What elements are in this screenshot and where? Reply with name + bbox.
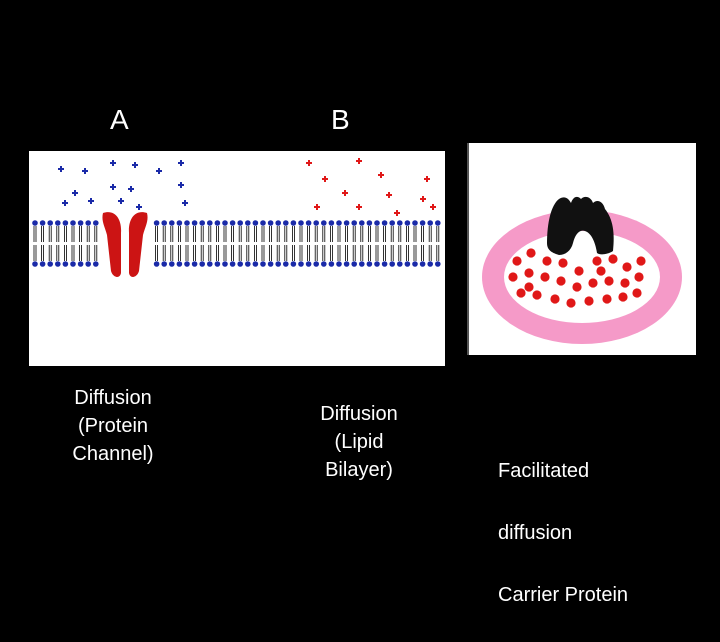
carrier-protein-diagram — [467, 143, 696, 355]
blue-molecules — [58, 160, 188, 210]
membrane-panel-background — [29, 151, 445, 366]
caption-lipid-bilayer: Diffusion (Lipid Bilayer) — [320, 403, 398, 481]
protein-channel-icon — [102, 212, 148, 277]
carrier-panel-edge — [467, 143, 469, 355]
lipid-bilayer-icon — [32, 220, 441, 267]
red-molecules — [306, 158, 436, 216]
caption-carrier-line3: Carrier Protein — [498, 584, 629, 606]
carrier-protein-icon — [547, 196, 614, 255]
carrier-red-molecules — [508, 248, 646, 308]
membrane-diagram — [29, 151, 445, 366]
panel-label-a: A — [110, 104, 129, 135]
caption-protein-channel: Diffusion (Protein Channel) — [72, 387, 154, 465]
caption-carrier-line1: Facilitated — [498, 460, 590, 482]
panel-label-b: B — [331, 104, 350, 135]
caption-carrier-protein: Facilitated diffusion Carrier Protein — [498, 425, 698, 642]
caption-carrier-line2: diffusion — [498, 522, 573, 544]
